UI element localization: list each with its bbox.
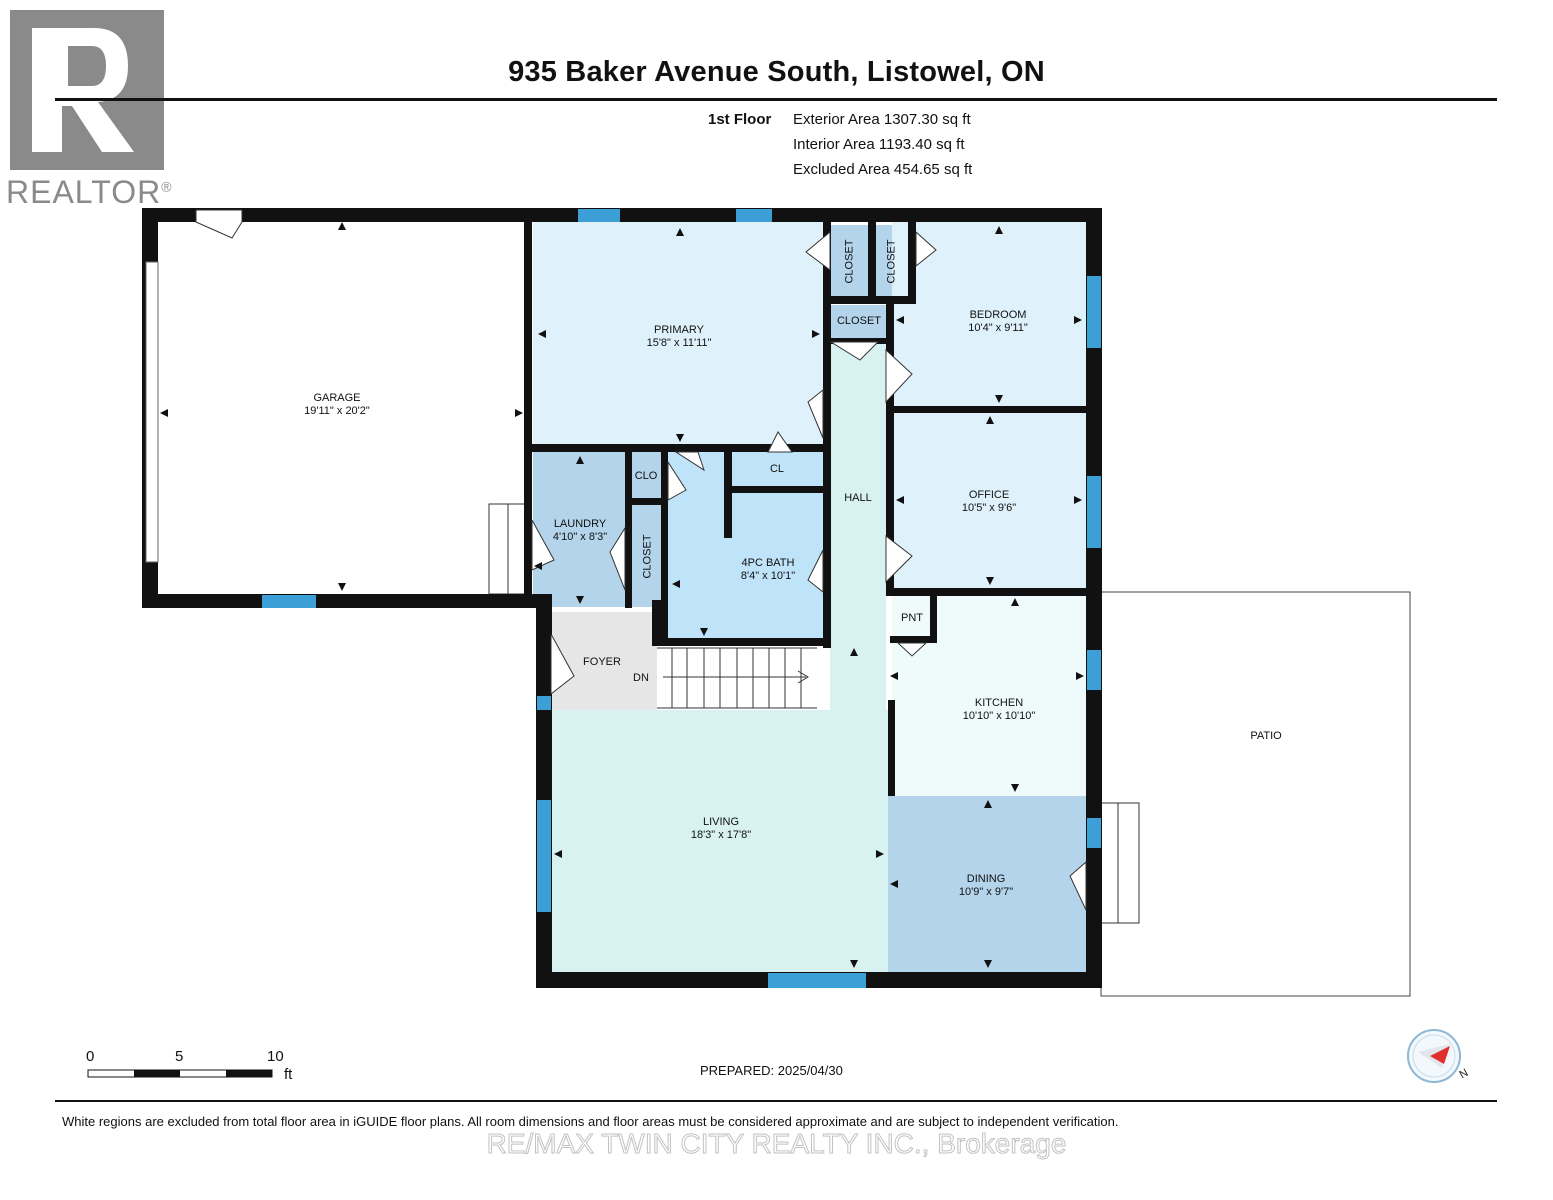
- exterior-area: Exterior Area 1307.30 sq ft: [793, 111, 971, 128]
- room-patio: PATIO: [1250, 730, 1282, 742]
- compass: N: [1402, 1028, 1482, 1088]
- compass-icon: [1407, 1029, 1461, 1083]
- room-laundry: LAUNDRY 4'10" x 8'3": [540, 518, 620, 544]
- living-fill: [551, 710, 888, 972]
- room-dims: 10'10" x 10'10": [962, 710, 1036, 722]
- registered-mark: ®: [161, 178, 173, 195]
- page-title: 935 Baker Avenue South, Listowel, ON: [508, 56, 1045, 88]
- room-dims: 10'9" x 9'7": [958, 886, 1014, 898]
- room-bedroom: BEDROOM 10'4" x 9'11": [938, 309, 1058, 335]
- room-kitchen: KITCHEN 10'10" x 10'10": [934, 697, 1064, 723]
- closet-label: CL: [769, 463, 785, 475]
- room-dims: 10'4" x 9'11": [968, 322, 1028, 334]
- realtor-logo: REALTOR®: [6, 8, 184, 213]
- closet-fill-1: [830, 225, 870, 297]
- office-fill: [892, 413, 1087, 588]
- dimension-arrows: [160, 222, 1084, 968]
- closet-laundry-fill: [630, 505, 664, 607]
- prepared-date: PREPARED: 2025/04/30: [700, 1063, 843, 1078]
- bath-fill: [668, 452, 824, 640]
- closet-label: CLOSET: [885, 239, 898, 284]
- room-name: OFFICE: [968, 489, 1010, 501]
- room-office: OFFICE 10'5" x 9'6": [929, 489, 1049, 515]
- closet-label: CLOSET: [843, 239, 856, 284]
- floor-name: 1st Floor: [708, 111, 772, 128]
- room-hall: HALL: [844, 492, 872, 504]
- brokerage-watermark: RE/MAX TWIN CITY REALTY INC., Brokerage: [486, 1128, 1067, 1160]
- excluded-area: Excluded Area 454.65 sq ft: [793, 161, 973, 178]
- room-dims: 4'10" x 8'3": [552, 531, 608, 543]
- room-dims: 15'8" x 11'11": [646, 337, 712, 349]
- room-dims: 19'11" x 20'2": [304, 405, 370, 417]
- closet-label: CLOSET: [641, 534, 654, 579]
- room-dims: 8'4" x 10'1": [740, 570, 796, 582]
- scale-bar-graphic: [87, 1069, 273, 1078]
- patio-outline: [1100, 591, 1411, 997]
- room-name: PRIMARY: [654, 324, 704, 336]
- closet-label: CLO: [634, 470, 658, 482]
- room-name: KITCHEN: [974, 697, 1024, 709]
- disclaimer-text: White regions are excluded from total fl…: [62, 1114, 1119, 1129]
- stairs-down-label: DN: [633, 672, 649, 684]
- foyer-fill: [551, 612, 657, 710]
- doors: [195, 209, 1087, 911]
- room-primary: PRIMARY 15'8" x 11'11": [619, 324, 739, 350]
- footer-divider: [55, 1100, 1497, 1102]
- room-name: LAUNDRY: [553, 518, 607, 530]
- room-foyer: FOYER: [583, 656, 621, 668]
- garage-door-opening: [145, 261, 159, 563]
- interior-area: Interior Area 1193.40 sq ft: [793, 136, 965, 153]
- title-divider: [55, 98, 1497, 101]
- room-living: LIVING 18'3" x 17'8": [666, 816, 776, 842]
- realtor-text: REALTOR: [6, 174, 162, 210]
- room-dining: DINING 10'9" x 9'7": [926, 873, 1046, 899]
- room-garage: GARAGE 19'11" x 20'2": [277, 392, 397, 418]
- laundry-fill: [533, 452, 625, 607]
- dining-fill: [888, 796, 1087, 972]
- room-pantry: PNT: [901, 612, 923, 624]
- room-name: BEDROOM: [969, 309, 1027, 321]
- windows: [262, 209, 1101, 988]
- room-name: GARAGE: [313, 392, 361, 404]
- scale-label-5: 5: [175, 1048, 184, 1065]
- dining-steps: [1100, 802, 1140, 924]
- kitchen-fill: [892, 596, 1087, 796]
- closet-label: CLOSET: [836, 315, 881, 327]
- realtor-r-logo-icon: [10, 10, 164, 170]
- scale-label-0: 0: [86, 1048, 95, 1065]
- scale-unit: ft: [284, 1066, 293, 1083]
- scale-bar: 0 5 10 ft: [80, 1046, 300, 1083]
- closet-fill-3: [830, 305, 888, 339]
- primary-fill: [533, 218, 825, 445]
- stair-treads: [657, 647, 817, 709]
- room-name: LIVING: [702, 816, 740, 828]
- realtor-wordmark: REALTOR®: [6, 174, 173, 211]
- room-name: 4PC BATH: [741, 557, 795, 569]
- scale-label-10: 10: [267, 1048, 284, 1065]
- room-dims: 10'5" x 9'6": [961, 502, 1017, 514]
- garage-fill: [152, 218, 527, 598]
- room-name: DINING: [966, 873, 1006, 885]
- clo-fill: [630, 452, 662, 500]
- room-dims: 18'3" x 17'8": [690, 829, 752, 841]
- room-bath: 4PC BATH 8'4" x 10'1": [708, 557, 828, 583]
